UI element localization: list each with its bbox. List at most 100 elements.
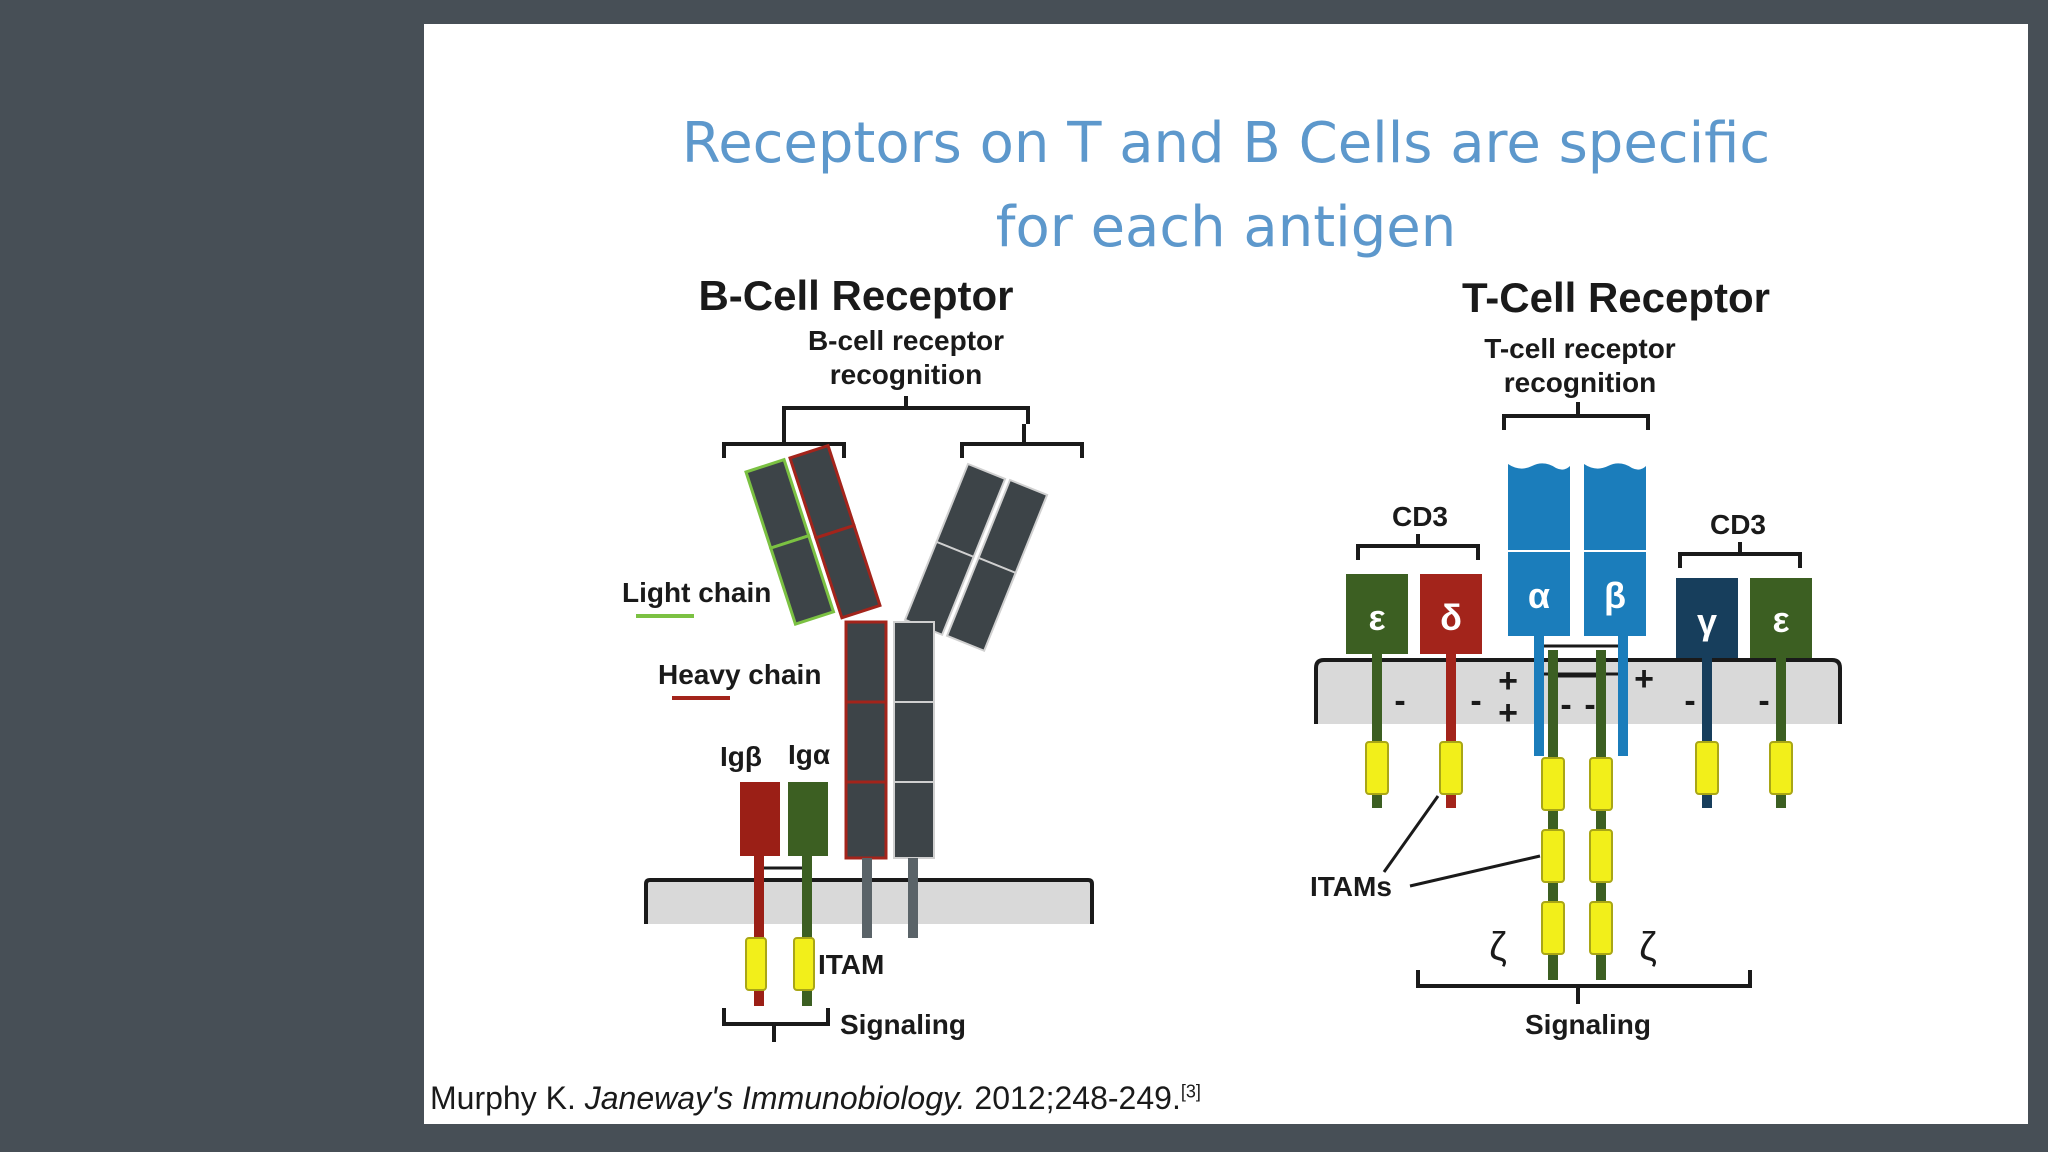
itam-alpha <box>793 937 815 991</box>
itam-epsilon-right <box>1769 741 1793 795</box>
stem-left-transmembrane <box>862 858 872 938</box>
tcr-heading: T-Cell Receptor <box>1462 274 1770 321</box>
slide-title: Receptors on T and B Cells are specific … <box>424 102 2028 270</box>
membrane-charges: - - + + - - + - - <box>1394 660 1769 732</box>
zeta-right-chain <box>1596 650 1606 980</box>
stem-left-domain-1 <box>844 620 888 704</box>
beta-label: β <box>1604 575 1626 616</box>
tcr-recognition-line2: recognition <box>1504 367 1656 398</box>
stem-right-domain-1 <box>893 621 935 703</box>
itams-label: ITAMs <box>1310 871 1392 902</box>
bcr-recognition-line2: recognition <box>830 359 982 390</box>
cd3-gamma-block <box>1676 578 1738 658</box>
citation: Murphy K. Janeway's Immunobiology. 2012;… <box>430 1080 1201 1117</box>
alpha-chain-top <box>1508 463 1570 550</box>
cd3-right-label: CD3 <box>1710 509 1766 540</box>
t-cell-receptor: T-Cell Receptor T-cell receptor recognit… <box>1310 274 1842 1040</box>
cd3-right: CD3 γ ε <box>1676 509 1812 808</box>
itam-beta <box>745 937 767 991</box>
charge-minus-6: - <box>1758 682 1769 720</box>
cd3-epsilon-left-block <box>1346 574 1408 654</box>
cd3-delta-tail <box>1446 654 1456 808</box>
right-arm-domain-4 <box>945 556 1017 653</box>
title-line-1: Receptors on T and B Cells are specific <box>681 111 1771 176</box>
b-cell-receptor: B-Cell Receptor B-cell receptor recognit… <box>622 272 1094 1042</box>
itam-zeta-left-2 <box>1541 829 1565 883</box>
epsilon-left-label: ε <box>1368 597 1385 638</box>
stem-right-transmembrane <box>908 858 918 938</box>
beta-chain-body <box>1584 552 1646 636</box>
charge-minus-5: - <box>1684 682 1695 720</box>
heavy-chain-arm-domain-2 <box>814 523 882 620</box>
itam-zeta-right-2 <box>1589 829 1613 883</box>
bcr-itam-label: ITAM <box>818 949 884 980</box>
beta-chain-top <box>1584 463 1646 550</box>
stem-right-domain-2 <box>893 701 935 783</box>
itam-zeta-right-3 <box>1589 901 1613 955</box>
charge-minus-4: - <box>1584 686 1595 724</box>
charge-minus-2: - <box>1470 682 1481 720</box>
charge-plus-3: + <box>1634 660 1654 698</box>
bcr-signaling-bracket <box>722 1008 830 1042</box>
zeta-left-label: ζ <box>1489 925 1507 969</box>
ig-beta-tail <box>754 856 764 1006</box>
bcr-right-arm-bracket <box>960 424 1084 458</box>
zeta-right-label: ζ <box>1639 925 1657 969</box>
citation-year-pages: 2012;248-249. <box>974 1080 1181 1116</box>
light-chain-label: Light chain <box>622 577 771 608</box>
bcr-left-arm-bracket <box>722 424 846 458</box>
itam-delta <box>1439 741 1463 795</box>
bcr-right-arm <box>903 462 1049 653</box>
itam-gamma <box>1695 741 1719 795</box>
charge-minus-3: - <box>1560 686 1571 724</box>
itams-pointer-lines <box>1382 795 1541 888</box>
ig-beta-label: Igβ <box>720 741 762 772</box>
delta-label: δ <box>1440 597 1462 638</box>
bcr-signaling-label: Signaling <box>840 1009 966 1040</box>
epsilon-right-label: ε <box>1772 599 1789 640</box>
itam-zeta-left-1 <box>1541 757 1565 811</box>
cd3-gamma-tail <box>1702 658 1712 808</box>
alpha-transmembrane <box>1534 636 1544 756</box>
stem-left-domain-2 <box>844 700 888 784</box>
cd3-epsilon-left-tail <box>1372 654 1382 808</box>
cd3-right-bracket <box>1678 542 1802 568</box>
beta-transmembrane <box>1618 636 1628 756</box>
gamma-label: γ <box>1697 601 1717 642</box>
charge-plus-2: + <box>1498 694 1518 732</box>
bcr-heading: B-Cell Receptor <box>698 272 1013 319</box>
itam-epsilon-left <box>1365 741 1389 795</box>
cd3-epsilon-right-tail <box>1776 658 1786 808</box>
cd3-left: CD3 ε δ <box>1346 501 1482 808</box>
stem-left-domain-3 <box>844 780 888 860</box>
heavy-chain-label: Heavy chain <box>658 659 821 690</box>
tcr-recognition-line1: T-cell receptor <box>1484 333 1676 364</box>
cd3-left-label: CD3 <box>1392 501 1448 532</box>
title-line-2: for each antigen <box>995 195 1457 260</box>
tcr-signaling-label: Signaling <box>1525 1009 1651 1040</box>
ig-alpha-beta <box>740 782 828 1006</box>
alpha-beta-heterodimer: α β <box>1508 463 1646 756</box>
tcr-membrane-outline <box>1314 658 1842 724</box>
slide: Receptors on T and B Cells are specific … <box>424 24 2028 1124</box>
charge-plus-1: + <box>1498 662 1518 700</box>
itam-zeta-left-3 <box>1541 901 1565 955</box>
alpha-label: α <box>1528 575 1550 616</box>
tcr-recognition-bracket <box>1502 402 1650 430</box>
ig-alpha-label: Igα <box>788 739 830 770</box>
ig-alpha-block <box>788 782 828 856</box>
bcr-left-arm <box>744 443 882 627</box>
zeta-chains: ζ ζ <box>1489 650 1657 980</box>
ig-alpha-tail <box>802 856 812 1006</box>
ig-beta-block <box>740 782 780 856</box>
citation-author: Murphy K. <box>430 1080 576 1116</box>
cd3-delta-block <box>1420 574 1482 654</box>
bcr-recognition-bracket <box>782 396 1030 424</box>
zeta-left-chain <box>1548 650 1558 980</box>
itam-zeta-right-1 <box>1589 757 1613 811</box>
citation-journal: Janeway's Immunobiology. <box>584 1080 966 1116</box>
light-chain-domain-2 <box>768 533 836 627</box>
bcr-stem <box>844 620 935 938</box>
cd3-epsilon-right-block <box>1750 578 1812 658</box>
